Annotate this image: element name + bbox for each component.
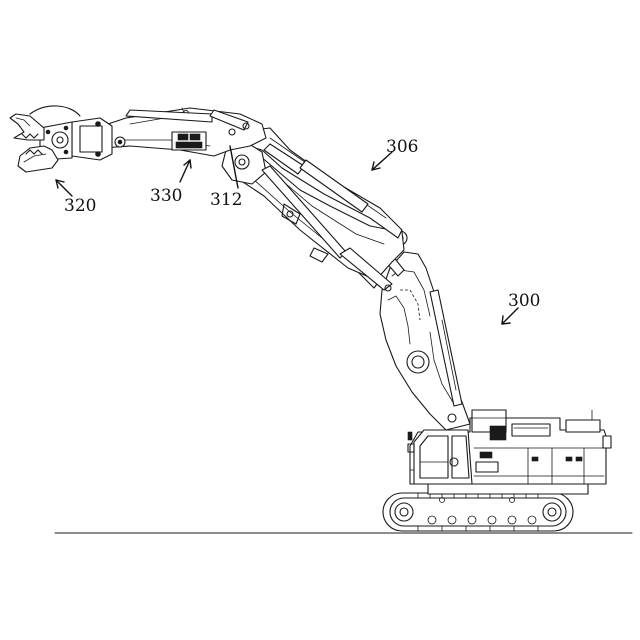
sensor-unit xyxy=(172,132,206,150)
label-312: 312 xyxy=(210,190,242,210)
crusher-attachment xyxy=(10,106,112,172)
label-306: 306 xyxy=(386,137,418,157)
arrow-330 xyxy=(180,160,191,182)
arm xyxy=(222,128,404,291)
arrow-320 xyxy=(56,180,72,196)
label-330: 330 xyxy=(150,186,182,206)
operator-cab xyxy=(408,430,472,484)
arrow-306 xyxy=(372,152,392,170)
swing-frame xyxy=(428,484,588,494)
crawler-track xyxy=(383,493,573,531)
label-300: 300 xyxy=(508,291,540,311)
label-320: 320 xyxy=(64,196,96,216)
